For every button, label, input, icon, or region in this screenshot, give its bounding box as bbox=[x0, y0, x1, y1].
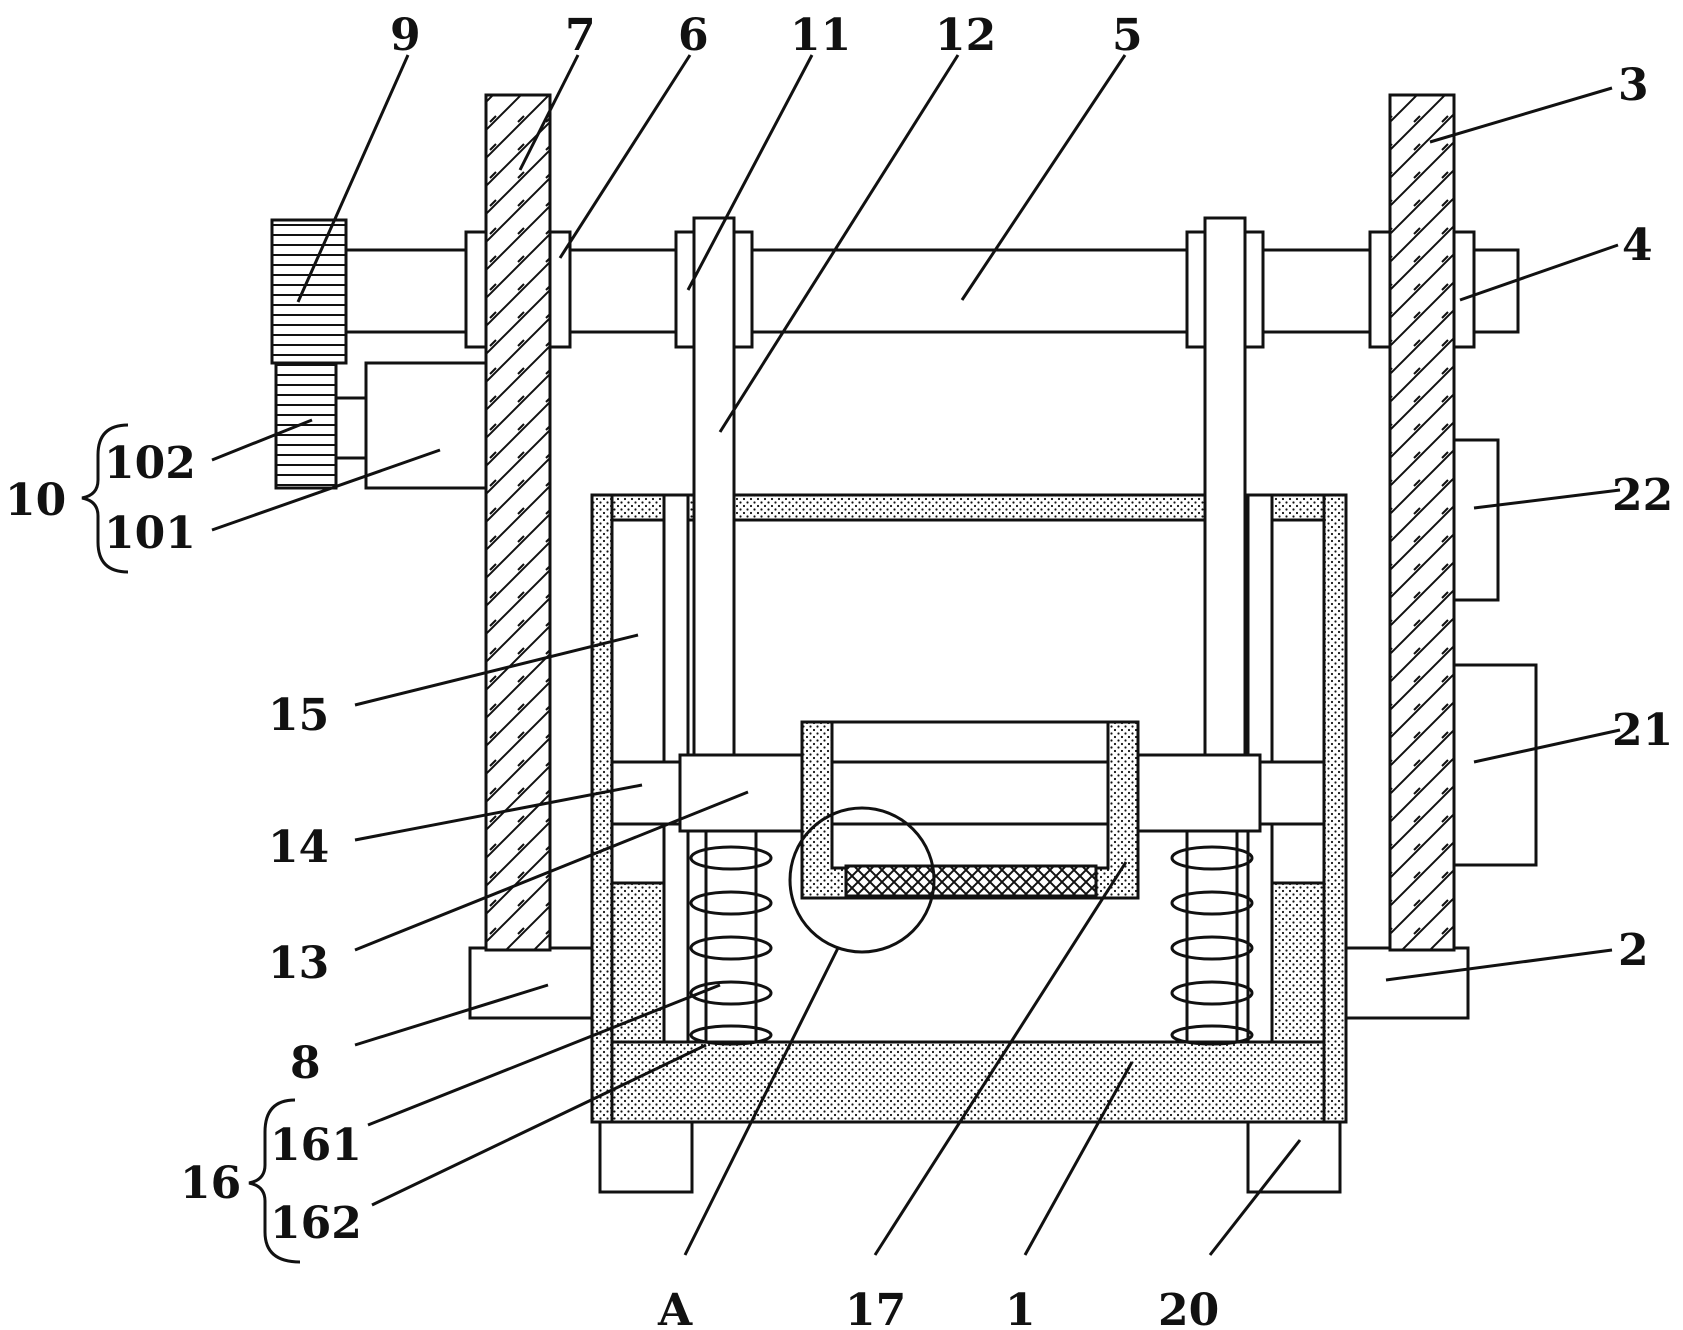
chamber-right-floor bbox=[1270, 881, 1326, 1044]
gear-102 bbox=[274, 361, 338, 490]
label-7: 7 bbox=[565, 10, 596, 61]
label-5: 5 bbox=[1112, 10, 1143, 61]
post-3-front bbox=[1388, 93, 1456, 952]
label-9: 9 bbox=[390, 10, 421, 61]
base-block-8 bbox=[468, 946, 604, 1020]
bearing-4-left bbox=[1368, 230, 1392, 349]
bearing-6-right bbox=[548, 230, 572, 349]
label-A: A bbox=[657, 1285, 693, 1330]
rod-12-right bbox=[1203, 216, 1247, 757]
clamp-11-right-b bbox=[1243, 230, 1265, 349]
base-block-2 bbox=[1336, 946, 1470, 1020]
coupling bbox=[334, 396, 368, 460]
brace-16 bbox=[248, 1098, 301, 1264]
label-11: 11 bbox=[790, 10, 851, 61]
clamp-11-right-a bbox=[1185, 230, 1207, 349]
slider-13-right bbox=[1128, 753, 1262, 833]
label-12: 12 bbox=[935, 10, 996, 61]
box-21 bbox=[1452, 663, 1538, 867]
right-leg-20 bbox=[1246, 1118, 1342, 1194]
bearing-6-left bbox=[464, 230, 488, 349]
gear-9 bbox=[270, 218, 348, 365]
motor-101 bbox=[364, 361, 488, 490]
inner-slot-right bbox=[1270, 518, 1326, 885]
box-22 bbox=[1452, 438, 1500, 602]
rod-12-left bbox=[692, 216, 736, 757]
detail-circle-A bbox=[788, 806, 936, 954]
filter-mesh bbox=[844, 864, 1098, 898]
label-1: 1 bbox=[1005, 1285, 1036, 1330]
label-6: 6 bbox=[678, 10, 709, 61]
spring-162-left bbox=[689, 845, 773, 1046]
post-7-front bbox=[484, 93, 552, 952]
chamber-left-floor bbox=[610, 881, 666, 1044]
left-leg bbox=[598, 1118, 694, 1194]
bearing-4-right bbox=[1452, 230, 1476, 349]
label-21: 21 bbox=[1612, 705, 1673, 756]
label-20: 20 bbox=[1158, 1285, 1219, 1330]
chamber-right-wall bbox=[1322, 493, 1348, 1124]
label-4: 4 bbox=[1622, 220, 1653, 271]
label-2: 2 bbox=[1618, 925, 1649, 976]
label-8: 8 bbox=[290, 1038, 321, 1089]
brace-10 bbox=[81, 423, 129, 574]
label-10: 10 bbox=[5, 475, 66, 526]
leader-lines bbox=[211, 54, 1621, 1256]
label-162: 162 bbox=[270, 1198, 362, 1249]
label-17: 17 bbox=[845, 1285, 906, 1330]
clamp-11-left-a bbox=[674, 230, 696, 349]
label-161: 161 bbox=[270, 1120, 362, 1171]
clamp-11-left-b bbox=[732, 230, 754, 349]
spring-right bbox=[1170, 845, 1254, 1046]
label-16: 16 bbox=[180, 1158, 241, 1209]
label-13: 13 bbox=[268, 938, 329, 989]
label-15: 15 bbox=[268, 690, 329, 741]
label-14: 14 bbox=[268, 822, 329, 873]
label-3: 3 bbox=[1618, 60, 1649, 111]
label-102: 102 bbox=[104, 438, 196, 489]
label-101: 101 bbox=[104, 508, 196, 559]
label-22: 22 bbox=[1612, 470, 1673, 521]
